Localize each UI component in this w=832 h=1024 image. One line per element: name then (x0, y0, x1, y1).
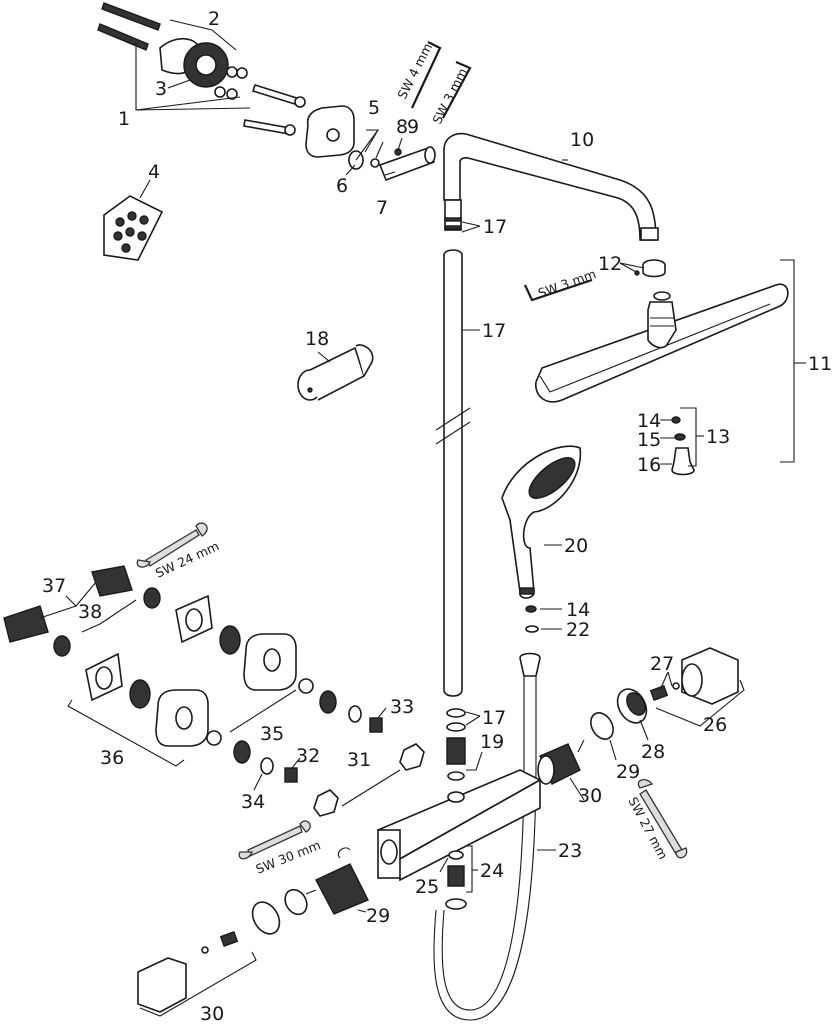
wrench-30mm-icon (238, 820, 311, 860)
hex-key-3mm-icon (442, 60, 472, 119)
part-14-flow-limiter (525, 605, 537, 613)
label-30: 30 (578, 785, 602, 807)
part-39-s-unions (3, 565, 133, 643)
thermostat-body (376, 769, 542, 882)
label-14-top: 14 (637, 410, 661, 432)
part-23-shower-hose (433, 652, 541, 1021)
label-9: 9 (407, 116, 419, 138)
part-34-check-valve (284, 767, 298, 783)
part-22-seal (525, 625, 539, 633)
part-38-wall-rosettes (85, 594, 297, 747)
part-35-check-valve (369, 717, 383, 733)
label-23: 23 (558, 840, 582, 862)
label-21: 20 (564, 535, 588, 557)
label-27: 27 (650, 653, 674, 675)
label-34: 32 (296, 745, 320, 767)
tool-label-sw3-top: SW 3 mm (429, 66, 470, 127)
part-12-nut (634, 259, 666, 278)
label-24: 24 (480, 860, 504, 882)
label-31: 29 (366, 905, 390, 927)
label-11: 11 (808, 353, 832, 375)
part-31-thermostat-cartridge (305, 847, 369, 915)
label-33: 31 (347, 749, 371, 771)
label-17-top: 17 (483, 216, 507, 238)
tool-label-sw3-head: SW 3 mm (536, 266, 598, 301)
label-22: 22 (566, 619, 590, 641)
part-40-union-nuts (53, 587, 161, 657)
label-4: 4 (148, 161, 160, 183)
label-3: 3 (155, 78, 167, 100)
part-29-ring (590, 712, 614, 740)
part-ring-31 (284, 888, 308, 916)
label-15: 15 (637, 429, 661, 451)
label-28: 28 (641, 741, 665, 763)
part-28-adapter (616, 688, 648, 724)
part-26-diverter-handle (681, 647, 739, 705)
part-27-screw-set (649, 682, 680, 701)
hex-key-3mm-head-icon (524, 278, 593, 302)
wrench-24mm-icon (136, 522, 208, 568)
part-4-cover-plate (103, 195, 164, 261)
label-36: 34 (241, 791, 265, 813)
part-36-seals (233, 690, 362, 775)
label-32: 30 (200, 1003, 224, 1024)
wrench-27mm-icon (637, 778, 688, 859)
wall-anchor-bolts (97, 2, 306, 136)
label-16: 16 (637, 454, 661, 476)
label-38: 36 (100, 747, 124, 769)
part-5-wall-rosette (305, 105, 355, 158)
mounting-plate (159, 38, 248, 100)
label-17-bottom: 17 (482, 707, 506, 729)
part-17-o-rings-top (444, 199, 462, 231)
label-39: 37 (42, 575, 66, 597)
label-13: 13 (706, 426, 730, 448)
label-10: 10 (570, 129, 594, 151)
label-14-bottom: 14 (566, 599, 590, 621)
label-40: 38 (78, 601, 102, 623)
part-20-connector (446, 737, 466, 781)
label-5: 5 (368, 97, 380, 119)
part-37-washers (206, 678, 314, 746)
part-17-o-rings-bottom (446, 708, 466, 732)
part-32-thermostat-handle-set (137, 901, 281, 1013)
label-1: 1 (118, 108, 130, 130)
label-29: 29 (616, 761, 640, 783)
label-7: 7 (376, 197, 388, 219)
label-35: 33 (390, 696, 414, 718)
label-19: 18 (305, 328, 329, 350)
label-8: 8 (396, 116, 408, 138)
label-26: 26 (703, 714, 727, 736)
part-30-diverter-cartridge (537, 739, 585, 785)
part-33-nuts (313, 743, 425, 817)
label-2: 2 (208, 8, 220, 30)
label-25: 25 (415, 876, 439, 898)
part-18-riser-pipe (435, 249, 471, 697)
part-7-wall-connector-sleeve (378, 146, 436, 182)
tool-label-sw24: SW 24 mm (153, 538, 221, 581)
part-10-shower-arm (443, 132, 659, 241)
hex-key-4mm-icon (411, 41, 442, 109)
part-19-hand-shower-holder (297, 344, 374, 401)
label-6: 6 (336, 175, 348, 197)
part-11-overhead-shower (535, 283, 789, 403)
part-21-hand-shower (501, 445, 582, 599)
part-8-screw (370, 158, 380, 168)
part-24-hose-connector (445, 850, 467, 910)
label-12: 12 (598, 253, 622, 275)
label-37: 35 (260, 723, 284, 745)
label-18: 17 (482, 320, 506, 342)
label-20: 19 (480, 731, 504, 753)
